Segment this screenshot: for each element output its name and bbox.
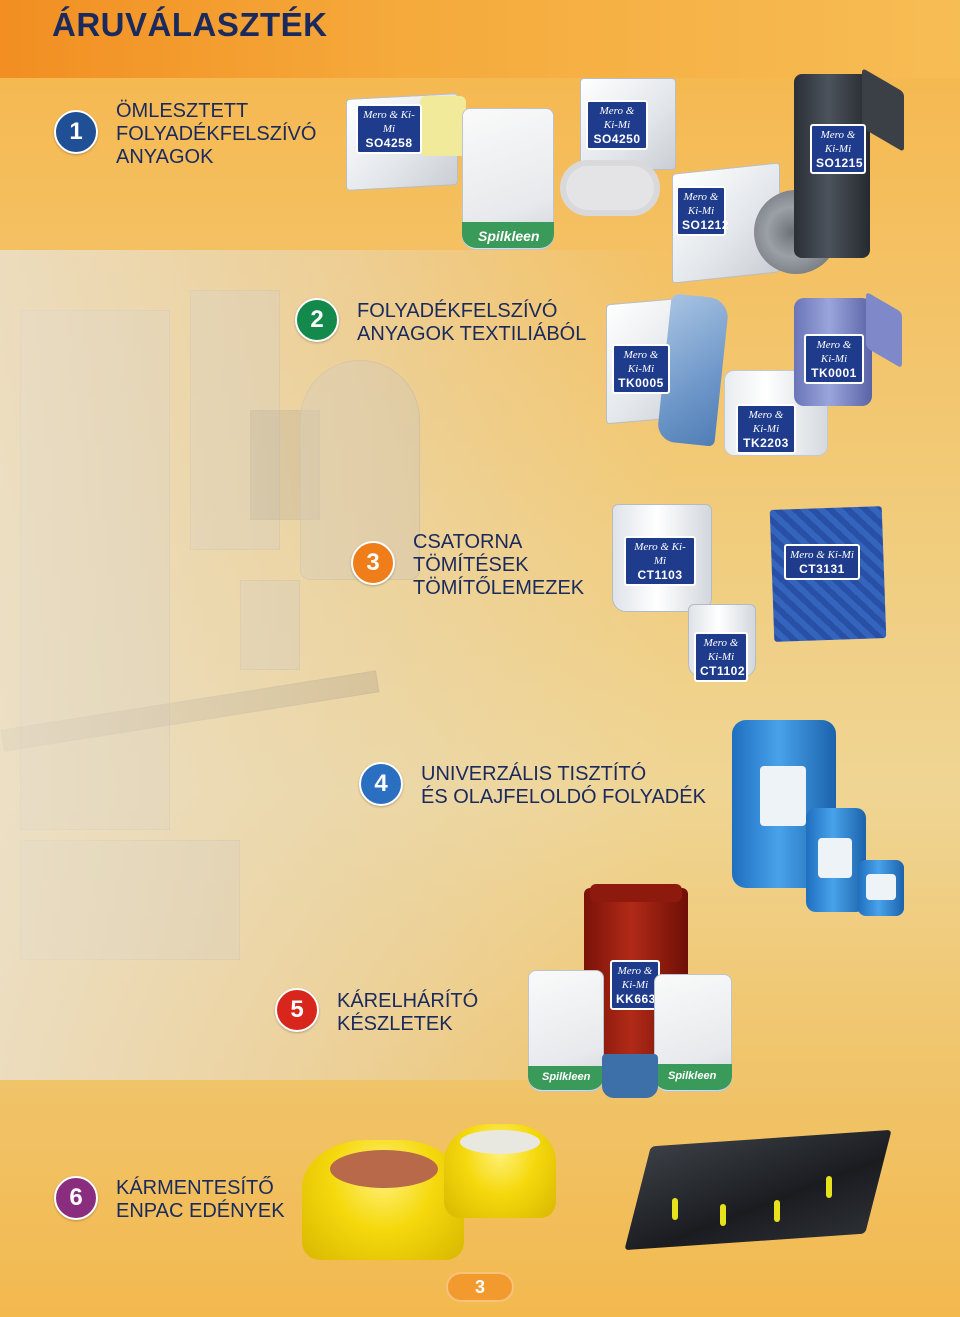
page-number: 3 [446,1272,514,1302]
jerrycan-sticker [866,874,896,900]
black-containment-tray [624,1129,892,1251]
section-title: KÁRMENTESÍTŐ ENPAC EDÉNYEK [116,1177,285,1222]
tray-strap [720,1204,726,1226]
section-number-badge: 1 [54,110,98,154]
section-title: UNIVERZÁLIS TISZTÍTÓ ÉS OLAJFELOLDÓ FOLY… [421,763,706,808]
tray-strap [774,1200,780,1222]
absorbent-sock [560,160,660,216]
section-number-badge: 6 [54,1176,98,1220]
section-title: ÖMLESZTETT FOLYADÉKFELSZÍVÓ ANYAGOK [116,100,317,168]
dustpan [602,1054,658,1098]
berm-opening [330,1150,438,1188]
header-band [0,0,960,78]
section-title: KÁRELHÁRÍTÓ KÉSZLETEK [337,990,479,1035]
section-number-badge: 3 [351,541,395,585]
canister-sticker [818,838,852,878]
tray-strap [826,1176,832,1198]
bag-brand-text: Spilkleen [542,1071,591,1083]
drum-sticker [760,766,806,826]
section-number-badge: 2 [295,298,339,342]
page-title: ÁRUVÁLASZTÉK [52,6,328,43]
bin-lid [590,884,682,902]
bag-stripe [654,1064,732,1090]
tray-strap [672,1198,678,1220]
bag-brand-text: Spilkleen [478,228,540,244]
section-number-badge: 5 [275,988,319,1032]
bag-stripe [528,1066,604,1090]
section-title: CSATORNA TÖMÍTÉSEK TÖMÍTŐLEMEZEK [413,531,585,599]
bag-brand-text: Spilkleen [668,1070,717,1082]
section-number-badge: 4 [359,762,403,806]
absorbent-pad [420,96,466,156]
bag-stripe [462,222,554,248]
berm-opening [460,1130,540,1154]
section-title: FOLYADÉKFELSZÍVÓ ANYAGOK TEXTILIÁBÓL [357,300,587,345]
